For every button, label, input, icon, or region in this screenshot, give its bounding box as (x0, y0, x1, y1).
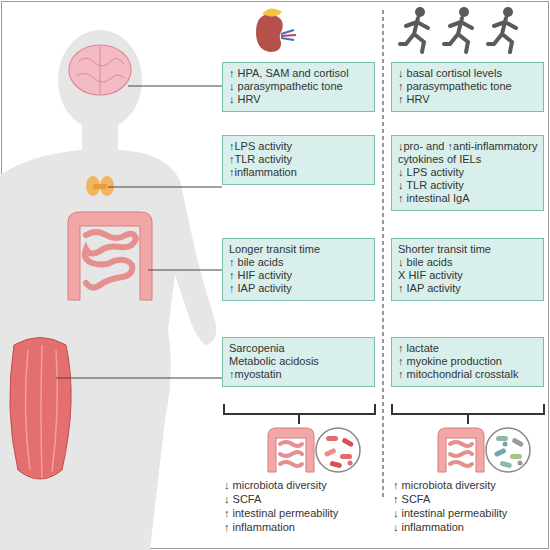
outcome-label: ↓ intestinal permeability (393, 506, 507, 520)
effect-box: SarcopeniaMetabolic acidosis↑myostatin (222, 337, 375, 387)
effect-text: ↑inflammation (229, 166, 369, 179)
brain-organ (69, 45, 131, 95)
bacteria (324, 436, 354, 468)
effect-text: ↓ LPS activity (398, 166, 538, 179)
effect-text: ↓ parasympathetic tone (229, 80, 369, 93)
effect-text: Longer transit time (229, 243, 369, 256)
effect-text: ↑LPS activity (229, 140, 369, 153)
effect-text: ↑ bile acids (229, 256, 369, 269)
microbiota-circle (486, 428, 530, 472)
outcome-label: ↑ intestinal permeability (224, 506, 338, 520)
effect-text: ↓pro- and ↑anti-inflammatory cytokines o… (398, 140, 538, 166)
outcome-label: ↓ inflammation (393, 520, 464, 534)
thyroid-isthmus (93, 184, 107, 189)
effect-box: Longer transit time↑ bile acids↑ HIF act… (222, 238, 375, 301)
runner-icon (444, 7, 472, 52)
outcome-label: ↑ inflammation (224, 520, 295, 534)
effect-text: ↑TLR activity (229, 153, 369, 166)
runner-icon (400, 7, 428, 52)
effect-text: ↑ intestinal IgA (398, 192, 538, 205)
gut-icon (280, 442, 302, 466)
thigh-muscle (10, 338, 71, 480)
head-silhouette (58, 30, 142, 130)
effect-box: ↓pro- and ↑anti-inflammatory cytokines o… (391, 135, 544, 211)
bracket (224, 404, 375, 424)
effect-text: ↑ lactate (398, 342, 538, 355)
effect-text: ↑myostatin (229, 368, 369, 381)
effect-box: ↑ HPA, SAM and cortisol↓ parasympathetic… (222, 62, 375, 112)
effect-box: Shorter transit time↓ bile acidsX HIF ac… (391, 238, 544, 301)
effect-box: ↑ lactate↑ myokine production↑ mitochond… (391, 337, 544, 387)
leader-line (148, 270, 222, 271)
effect-box: ↑LPS activity↑TLR activity↑inflammation (222, 135, 375, 185)
brain-folds (76, 46, 124, 94)
bracket (392, 404, 544, 424)
leader-line (56, 378, 222, 379)
effect-text: ↓ TLR activity (398, 179, 538, 192)
effect-text: Shorter transit time (398, 243, 538, 256)
effect-text: ↑ HIF activity (229, 269, 369, 282)
gut-icon (450, 442, 472, 466)
bacteria (494, 436, 524, 468)
leader-line (128, 86, 222, 87)
muscle-fibres (25, 345, 57, 478)
effect-text: ↑ HRV (398, 93, 538, 106)
adrenal-icon (262, 8, 282, 16)
runner-icon (488, 7, 516, 52)
effect-text: ↑ HPA, SAM and cortisol (229, 67, 369, 80)
effect-text: Metabolic acidosis (229, 355, 369, 368)
effect-text: Sarcopenia (229, 342, 369, 355)
effect-text: ↑ mitochondrial crosstalk (398, 368, 538, 381)
gut-icon (438, 428, 484, 472)
small-intestine (85, 232, 136, 288)
body-silhouette (0, 150, 216, 550)
outcome-label: ↓ SCFA (224, 492, 261, 506)
effect-text: ↓ basal cortisol levels (398, 67, 538, 80)
effect-text: ↓ bile acids (398, 256, 538, 269)
leader-line (108, 187, 222, 188)
effect-text: ↑ IAP activity (229, 282, 369, 295)
divider-line (383, 10, 384, 500)
outcome-label: ↑ microbiota diversity (393, 478, 496, 492)
effect-text: ↑ IAP activity (398, 282, 538, 295)
effect-text: X HIF activity (398, 269, 538, 282)
outcome-label: ↓ microbiota diversity (224, 478, 327, 492)
kidney-icon (256, 14, 283, 52)
microbiota-circle (316, 428, 360, 472)
effect-box: ↓ basal cortisol levels↑ parasympathetic… (391, 62, 544, 112)
effect-text: ↑ myokine production (398, 355, 538, 368)
gut-icon (268, 428, 314, 472)
large-intestine (68, 212, 152, 300)
effect-text: ↑ parasympathetic tone (398, 80, 538, 93)
vessel-icon (281, 35, 296, 36)
effect-text: ↓ HRV (229, 93, 369, 106)
outcome-label: ↑ SCFA (393, 492, 430, 506)
